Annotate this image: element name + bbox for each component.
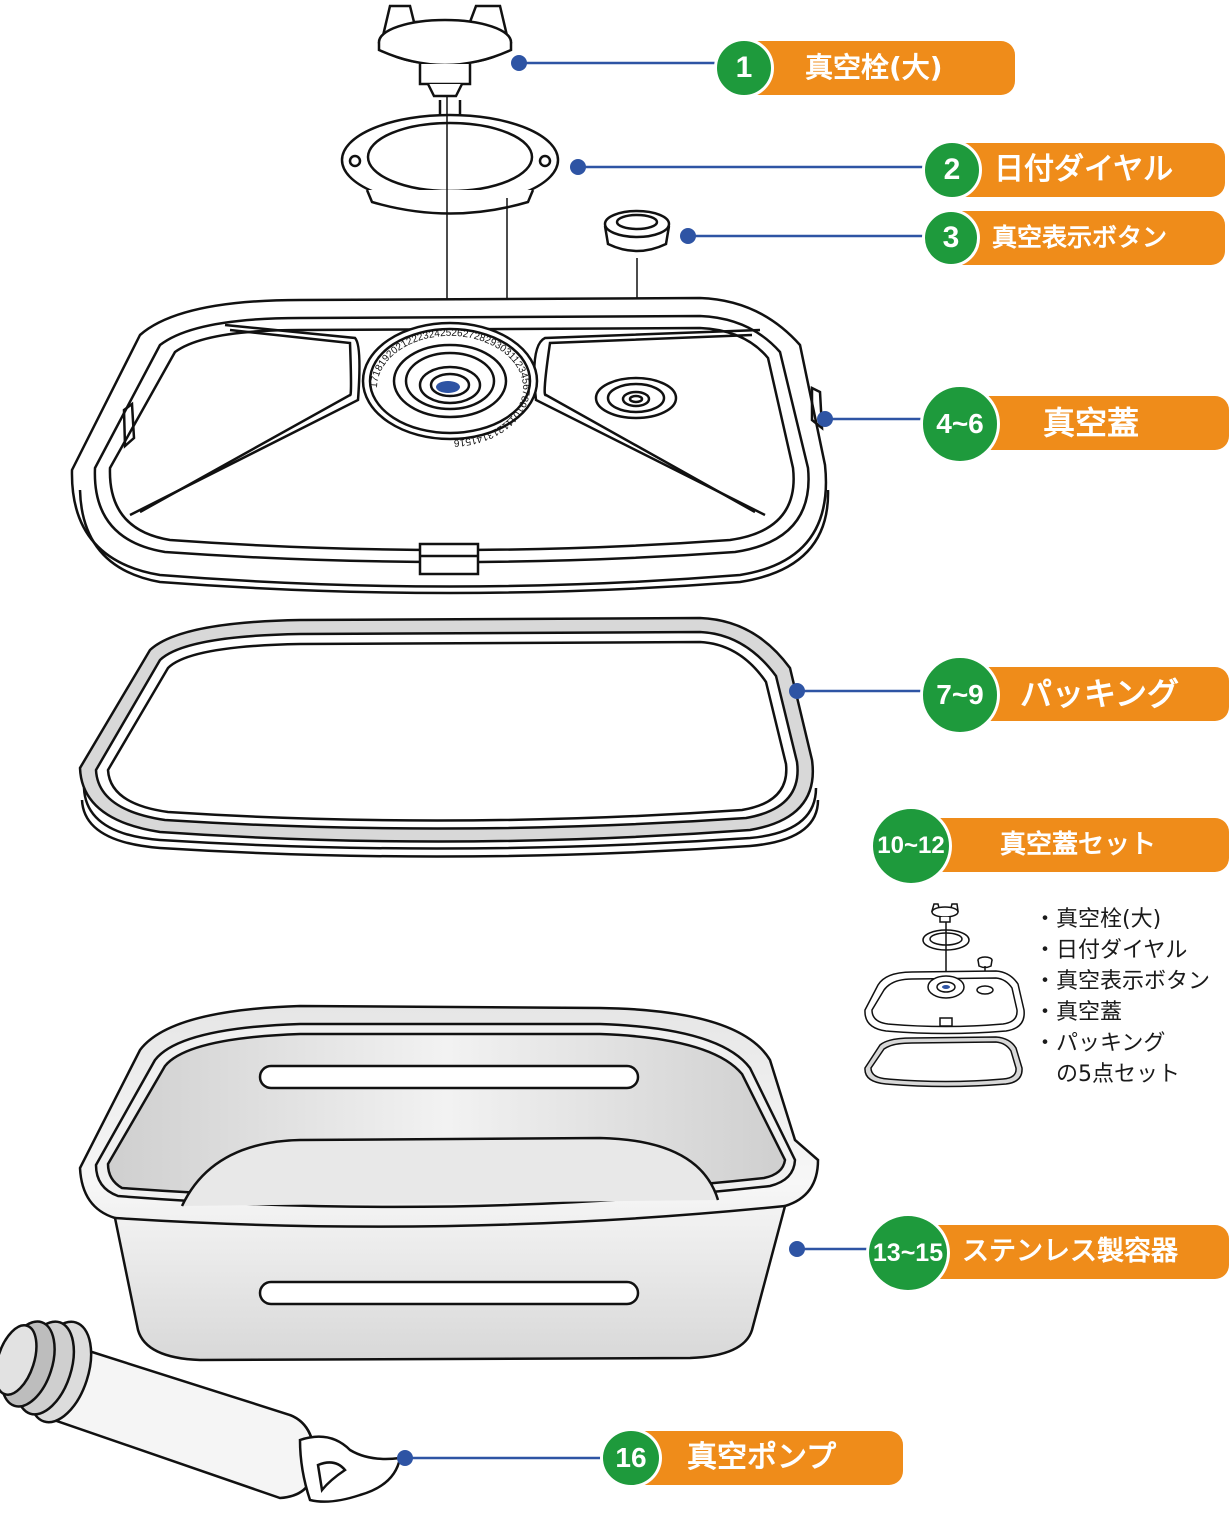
callout-number: 3 — [922, 209, 980, 267]
callout-bar — [630, 1431, 903, 1485]
vacuum-pump-illustration — [0, 1320, 402, 1503]
callout-number: 16 — [600, 1428, 662, 1488]
callout-bar — [960, 396, 1229, 450]
lid-set-contents-list: ・真空栓(大) ・日付ダイヤル ・真空表示ボタン ・真空蓋 ・パッキング の5点… — [1034, 904, 1210, 1090]
leader-dots — [397, 55, 833, 1466]
callout-label: 日付ダイヤル — [994, 152, 1174, 187]
date-dial-illustration — [340, 100, 560, 215]
set-item: ・真空表示ボタン — [1034, 969, 1211, 994]
set-item-note: の5点セット — [1056, 1062, 1180, 1087]
set-item: ・真空蓋 — [1034, 1000, 1123, 1025]
set-item: ・日付ダイヤル — [1034, 938, 1188, 963]
callout-bar — [906, 1225, 1229, 1279]
lid-set-thumbnail — [864, 903, 1025, 1088]
callout-number: 1 — [714, 38, 774, 98]
stainless-container-illustration — [78, 1004, 820, 1362]
callout-number: 4~6 — [920, 384, 1000, 464]
callout-bar — [910, 818, 1229, 872]
callout-bar — [744, 41, 1015, 95]
callout-bar — [952, 143, 1225, 197]
callout-number: 7~9 — [920, 655, 1000, 735]
callout-label: ステンレス製容器 — [962, 1236, 1178, 1267]
callout-bar — [960, 667, 1229, 721]
callout-label: 真空表示ボタン — [992, 223, 1168, 252]
vacuum-plug-illustration — [377, 4, 513, 98]
callout-label: パッキング — [1020, 675, 1180, 713]
vacuum-lid-illustration — [70, 296, 830, 595]
callout-number: 2 — [922, 140, 982, 200]
packing-gasket-illustration — [78, 616, 820, 858]
callout-bar — [952, 211, 1225, 265]
callout-label: 真空蓋 — [1043, 404, 1140, 442]
set-item: ・パッキング — [1034, 1031, 1166, 1056]
callout-number: 13~15 — [866, 1213, 950, 1293]
callout-number: 10~12 — [870, 806, 952, 886]
callout-label: 真空蓋セット — [1000, 830, 1157, 860]
indicator-button-illustration — [603, 209, 671, 253]
set-item: ・真空栓(大) — [1034, 907, 1162, 932]
leader-lines — [405, 61, 928, 1460]
callout-label: 真空栓(大) — [805, 51, 943, 84]
callout-label: 真空ポンプ — [687, 1440, 837, 1475]
